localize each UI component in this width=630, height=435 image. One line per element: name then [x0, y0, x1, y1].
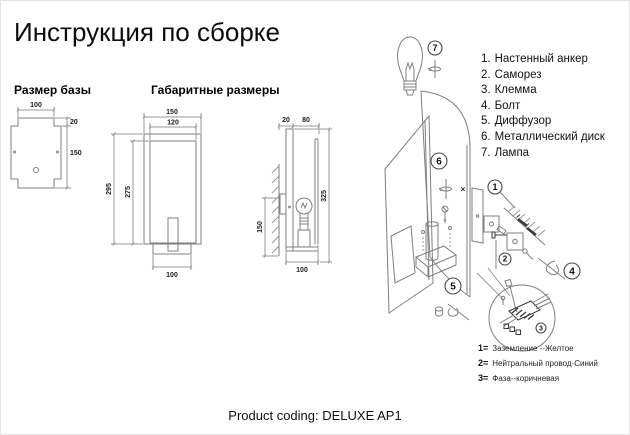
svg-text:3: 3 [539, 326, 543, 333]
svg-text:7: 7 [432, 43, 437, 53]
overall-dimensions-label: Габаритные размеры [151, 83, 280, 97]
base-height-dim: 150 [70, 150, 82, 157]
callout-6: 6 [431, 153, 447, 169]
side-body-depth-dim: 80 [302, 117, 310, 124]
callout-5: 5 [445, 278, 461, 294]
wiring-detail-circle: 3 [477, 268, 555, 351]
base-frame-drawing [416, 227, 456, 278]
front-view-dimension-lines [111, 113, 202, 270]
base-width-dim: 100 [30, 102, 42, 109]
callout-3: 3 [536, 323, 546, 333]
front-view-drawing [144, 134, 201, 254]
base-plate-drawing [11, 118, 61, 188]
svg-text:5: 5 [450, 282, 456, 293]
wiring-legend-item: 1=Заземление --Желтое [478, 343, 574, 353]
wiring-legend-item: 3=Фаза--коричневая [478, 373, 560, 383]
wiring-legend-item: 2=Нейтральный провод-Синий [478, 358, 598, 368]
side-mount-height-dim: 150 [257, 221, 264, 233]
base-tab-dim: 20 [70, 119, 78, 126]
side-view-diagram: 20 80 325 150 100 [257, 117, 344, 274]
parts-list-item: 1.Настенный анкер [481, 53, 588, 65]
parts-list-item: 4.Болт [481, 99, 521, 112]
parts-list-item: 2.Саморез [481, 68, 542, 81]
front-outer-height-dim: 295 [106, 183, 113, 195]
parts-list-item: 6.Металлический диск [481, 130, 605, 143]
side-back-depth-dim: 20 [282, 117, 290, 124]
exploded-assembly-diagram: 7 5 [371, 21, 630, 383]
cross-mark: × [461, 185, 466, 194]
back-panel-drawing [385, 116, 433, 313]
rotation-axis-icon-top [428, 60, 440, 78]
parts-list-item: 3.Клемма [481, 84, 537, 97]
rotation-axis-icon-mid [439, 179, 451, 199]
terminal-block-drawing [500, 294, 551, 335]
screw-icon-mid [442, 206, 448, 222]
mount-bracket-drawing [484, 216, 533, 259]
side-bulb-drawing [296, 198, 312, 247]
parts-list: 1.Настенный анкер 2.Саморез 3.Клемма 4.Б… [481, 52, 629, 161]
side-view-dimension-lines [262, 123, 332, 265]
svg-text:1: 1 [492, 182, 497, 192]
front-bottom-width-dim: 100 [166, 272, 178, 279]
svg-text:2: 2 [503, 255, 508, 264]
mount-plate-drawing [472, 188, 483, 243]
callout-1: 1 [488, 180, 502, 194]
base-size-label: Размер базы [14, 83, 91, 97]
callout-4: 4 [564, 263, 580, 279]
base-dimension-lines [17, 107, 71, 190]
bracket-piece-drawing [391, 226, 415, 283]
wall-anchor-drawing [500, 192, 545, 245]
front-inner-width-dim: 120 [167, 120, 179, 127]
screwdriver-icon [505, 280, 517, 313]
callout-7: 7 [428, 41, 442, 55]
parts-list-item: 7.Лампа [481, 146, 530, 159]
side-bottom-depth-dim: 100 [296, 267, 308, 274]
front-inner-height-dim: 275 [125, 186, 132, 198]
lamp-bulb-drawing [398, 37, 423, 95]
callout-2: 2 [499, 253, 511, 265]
page-title: Инструкция по сборке [14, 17, 280, 47]
wiring-legend: 1=Заземление --Желтое 2=Нейтральный пров… [478, 341, 629, 386]
parts-list-item: 5.Диффузор [481, 115, 552, 128]
side-height-dim: 325 [321, 190, 328, 202]
side-view-drawing [280, 129, 318, 251]
bolt-cap-drawing [436, 304, 470, 320]
front-view-diagram: 150 120 295 275 100 [106, 109, 219, 279]
front-outer-width-dim: 150 [166, 109, 178, 116]
svg-text:6: 6 [436, 157, 442, 168]
product-coding-text: Product coding: DELUXE AP1 [228, 408, 402, 423]
hook-wire-drawing [538, 258, 565, 279]
svg-text:4: 4 [569, 267, 575, 278]
base-size-diagram: 100 20 150 [9, 102, 82, 199]
lamp-holder-drawing [426, 222, 438, 261]
wall-hatching [272, 164, 279, 256]
